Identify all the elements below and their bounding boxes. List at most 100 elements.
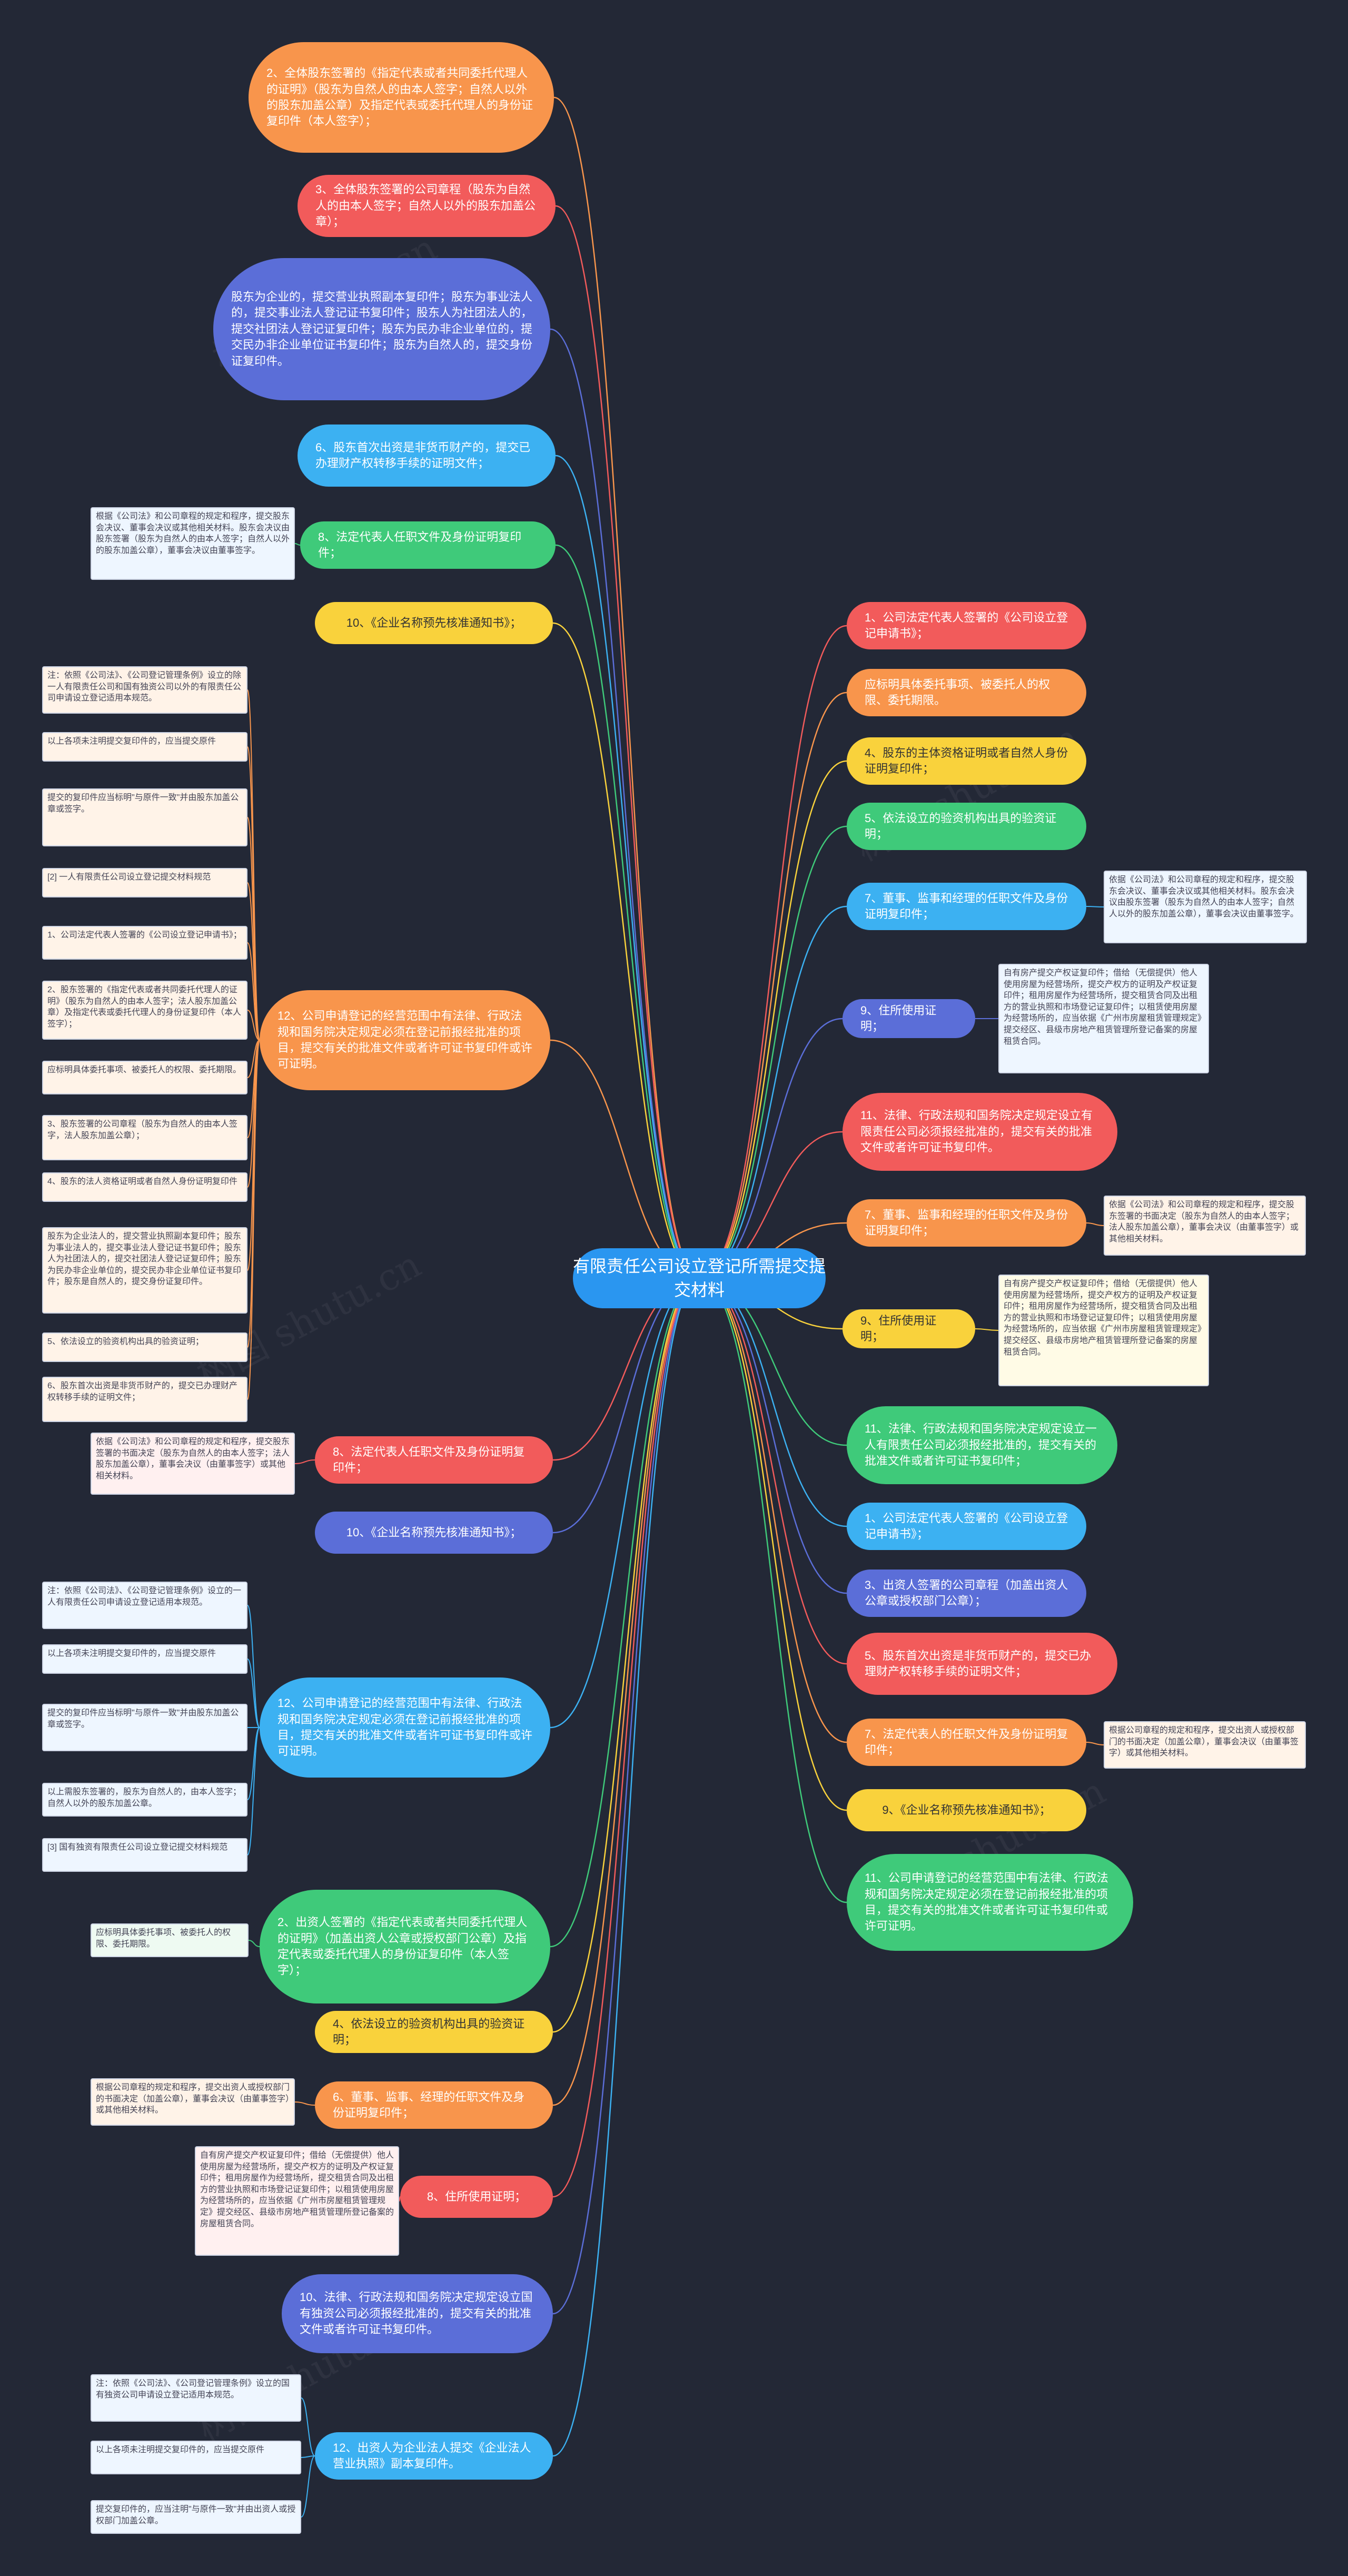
node-label: 4、依法设立的验资机构出具的验资证明； <box>333 2017 525 2046</box>
node-label: 9、住所使用证明； <box>860 1314 937 1343</box>
detail-note[interactable]: 注：依照《公司法》、《公司登记管理条例》设立的除一人有限责任公司和国有独资公司以… <box>42 666 247 714</box>
right-branch-node[interactable]: 9、《企业名称预先核准通知书》； <box>847 1789 1086 1831</box>
left-branch-node[interactable]: 4、依法设立的验资机构出具的验资证明； <box>315 2011 553 2053</box>
right-branch-node[interactable]: 11、法律、行政法规和国务院决定规定设立有限责任公司必须报经批准的，提交有关的批… <box>843 1093 1117 1171</box>
detail-note[interactable]: 根据《公司法》和公司章程的规定和程序，提交股东会决议、董事会决议或其他相关材料。… <box>91 507 295 580</box>
root-to-right-edge <box>699 1277 847 1665</box>
right-branch-node[interactable]: 4、股东的主体资格证明或者自然人身份证明复印件； <box>847 737 1086 785</box>
note-text: 根据公司章程的规定和程序，提交出资人或授权部门的书面决定（加盖公章），董事会决议… <box>1109 1726 1299 1758</box>
detail-note[interactable]: 5、依法设立的验资机构出具的验资证明； <box>42 1333 247 1362</box>
detail-note[interactable]: 6、股东首次出资是非货币财产的，提交已办理财产权转移手续的证明文件； <box>42 1377 247 1422</box>
detail-note[interactable]: 自有房产提交产权证复印件；借给（无偿提供）他人使用房屋为经营场所，提交产权方的证… <box>998 1275 1209 1386</box>
node-label: 6、董事、监事、经理的任职文件及身份证明复印件； <box>333 2090 525 2119</box>
right-branch-node[interactable]: 5、依法设立的验资机构出具的验资证明； <box>847 803 1086 850</box>
detail-note[interactable]: 依据《公司法》和公司章程的规定和程序，提交股东签署的书面决定（股东为自然人的由本… <box>91 1433 295 1495</box>
node-to-note-edge <box>1086 1742 1104 1745</box>
right-branch-node[interactable]: 11、法律、行政法规和国务院决定规定设立一人有限责任公司必须报经批准的，提交有关… <box>847 1406 1117 1484</box>
note-text: 依据《公司法》和公司章程的规定和程序，提交股东签署的书面决定（股东为自然人的由本… <box>96 1437 290 1481</box>
right-branch-node[interactable]: 9、住所使用证明； <box>843 999 975 1038</box>
detail-note[interactable]: 以上各项未注明提交复印件的，应当提交原件 <box>42 732 247 762</box>
detail-note[interactable]: 3、股东签署的公司章程（股东为自然人的由本人签字，法人股东加盖公章）； <box>42 1115 247 1160</box>
note-text: [3] 国有独资有限责任公司设立登记提交材料规范 <box>47 1843 228 1852</box>
left-branch-node[interactable]: 2、全体股东签署的《指定代表或者共同委托代理人的证明》（股东为自然人的由本人签字… <box>249 42 554 153</box>
node-label: 12、出资人为企业法人提交《企业法人营业执照》副本复印件。 <box>333 2441 531 2470</box>
detail-note[interactable]: 1、公司法定代表人签署的《公司设立登记申请书》； <box>42 926 247 960</box>
left-branch-node[interactable]: 6、股东首次出资是非货币财产的，提交已办理财产权转移手续的证明文件； <box>298 425 556 487</box>
node-label: 1、公司法定代表人签署的《公司设立登记申请书》； <box>865 1511 1068 1541</box>
right-branch-node[interactable]: 7、董事、监事和经理的任职文件及身份证明复印件； <box>847 1199 1086 1247</box>
left-branch-node[interactable]: 12、公司申请登记的经营范围中有法律、行政法规和国务院决定规定必须在登记前报经批… <box>260 990 550 1090</box>
detail-note[interactable]: 依据《公司法》和公司章程的规定和程序，提交股东会决议、董事会决议或其他相关材料。… <box>1104 871 1307 943</box>
detail-note[interactable]: 提交的复印件应当标明"与原件一致"并由股东加盖公章或签字。 <box>42 788 247 846</box>
note-text: 自有房产提交产权证复印件；借给（无偿提供）他人使用房屋为经营场所，提交产权方的证… <box>1004 969 1202 1046</box>
node-label: 7、董事、监事和经理的任职文件及身份证明复印件； <box>865 891 1068 921</box>
left-branch-node[interactable]: 股东为企业的，提交营业执照副本复印件；股东为事业法人的，提交事业法人登记证书复印… <box>213 258 550 400</box>
right-branch-node[interactable]: 3、出资人签署的公司章程（加盖出资人公章或授权部门公章）； <box>847 1570 1086 1617</box>
node-to-note-edge <box>294 543 301 546</box>
left-branch-node[interactable]: 10、《企业名称预先核准通知书》； <box>315 602 553 644</box>
detail-note[interactable]: 自有房产提交产权证复印件；借给（无偿提供）他人使用房屋为经营场所，提交产权方的证… <box>195 2146 399 2256</box>
detail-note[interactable]: 以上各项未注明提交复印件的，应当提交原件 <box>91 2441 301 2474</box>
root-to-left-edge <box>555 455 700 1279</box>
right-branch-node[interactable]: 1、公司法定代表人签署的《公司设立登记申请书》； <box>847 602 1086 649</box>
root-to-right-edge <box>699 1277 847 1527</box>
detail-note[interactable]: 根据公司章程的规定和程序，提交出资人或授权部门的书面决定（加盖公章），董事会决议… <box>1104 1721 1306 1769</box>
root-to-right-edge <box>699 1277 847 1743</box>
node-label: 5、依法设立的验资机构出具的验资证明； <box>865 811 1057 841</box>
right-branch-node[interactable]: 1、公司法定代表人签署的《公司设立登记申请书》； <box>847 1503 1086 1550</box>
right-branch-node[interactable]: 9、住所使用证明； <box>843 1309 975 1348</box>
detail-note[interactable]: 以上需股东签署的，股东为自然人的，由本人签字；自然人以外的股东加盖公章。 <box>42 1783 247 1817</box>
node-label: 9、住所使用证明； <box>860 1003 937 1033</box>
detail-note[interactable]: 提交复印件的，应当注明"与原件一致"并由出资人或授权部门加盖公章。 <box>91 2500 301 2534</box>
left-branch-node[interactable]: 6、董事、监事、经理的任职文件及身份证明复印件； <box>315 2081 553 2129</box>
detail-note[interactable]: 注：依照《公司法》、《公司登记管理条例》设立的一人有限责任公司申请设立登记适用本… <box>42 1582 247 1629</box>
left-branch-node[interactable]: 10、《企业名称预先核准通知书》； <box>315 1512 553 1554</box>
note-text: 5、依法设立的验资机构出具的验资证明； <box>47 1337 204 1346</box>
note-text: 注：依照《公司法》、《公司登记管理条例》设立的国有独资公司申请设立登记适用本规范… <box>96 2379 290 2400</box>
note-text: 注：依照《公司法》、《公司登记管理条例》设立的一人有限责任公司申请设立登记适用本… <box>47 1586 242 1607</box>
right-branch-node[interactable]: 11、公司申请登记的经营范围中有法律、行政法规和国务院决定规定必须在登记前报经批… <box>847 1854 1133 1951</box>
node-label: 7、法定代表人的任职文件及身份证明复印件； <box>865 1727 1068 1756</box>
root-to-right-edge <box>699 1277 847 1903</box>
detail-note[interactable]: [2] 一人有限责任公司设立登记提交材料规范 <box>42 868 247 897</box>
node-label: 11、法律、行政法规和国务院决定规定设立有限责任公司必须报经批准的，提交有关的批… <box>860 1109 1093 1154</box>
detail-note[interactable]: 自有房产提交产权证复印件；借给（无偿提供）他人使用房屋为经营场所，提交产权方的证… <box>998 964 1209 1073</box>
root-to-left-edge <box>555 544 700 1279</box>
detail-note[interactable]: 注：依照《公司法》、《公司登记管理条例》设立的国有独资公司申请设立登记适用本规范… <box>91 2374 301 2422</box>
left-branch-node[interactable]: 12、出资人为企业法人提交《企业法人营业执照》副本复印件。 <box>315 2432 553 2480</box>
node-label: 6、股东首次出资是非货币财产的，提交已办理财产权转移手续的证明文件； <box>315 440 531 470</box>
left-branch-node[interactable]: 10、法律、行政法规和国务院决定规定设立国有独资公司必须报经批准的，提交有关的批… <box>282 2274 553 2353</box>
right-branch-node[interactable]: 应标明具体委托事项、被委托人的权限、委托期限。 <box>847 669 1086 716</box>
node-label: 9、《企业名称预先核准通知书》； <box>882 1803 1051 1817</box>
root-label: 有限责任公司设立登记所需提交提交材料 <box>573 1257 826 1299</box>
detail-note[interactable]: 股东为企业法人的，提交营业执照副本复印件；股东为事业法人的，提交事业法人登记证书… <box>42 1227 247 1314</box>
detail-note[interactable]: 以上各项未注明提交复印件的，应当提交原件 <box>42 1644 247 1674</box>
root-to-left-edge <box>550 328 700 1279</box>
root-node[interactable]: 有限责任公司设立登记所需提交提交材料 <box>573 1248 826 1308</box>
detail-note[interactable]: 应标明具体委托事项、被委托人的权限、委托期限。 <box>42 1061 247 1094</box>
node-label: 12、公司申请登记的经营范围中有法律、行政法规和国务院决定规定必须在登记前报经批… <box>277 1009 533 1071</box>
right-branch-node[interactable]: 7、法定代表人的任职文件及身份证明复印件； <box>847 1719 1086 1766</box>
right-branch-node[interactable]: 5、股东首次出资是非货币财产的，提交已办理财产权转移手续的证明文件； <box>847 1633 1117 1695</box>
left-branch-node[interactable]: 8、住所使用证明； <box>400 2176 553 2218</box>
note-text: 根据《公司法》和公司章程的规定和程序，提交股东会决议、董事会决议或其他相关材料。… <box>96 512 290 555</box>
node-label: 11、公司申请登记的经营范围中有法律、行政法规和国务院决定规定必须在登记前报经批… <box>865 1871 1108 1933</box>
right-branch-node[interactable]: 7、董事、监事和经理的任职文件及身份证明复印件； <box>847 883 1086 930</box>
note-text: 以上需股东签署的，股东为自然人的，由本人签字；自然人以外的股东加盖公章。 <box>47 1788 242 1808</box>
detail-note[interactable]: 4、股东的法人资格证明或者自然人身份证明复印件 <box>42 1172 247 1202</box>
left-branch-node[interactable]: 2、出资人签署的《指定代表或者共同委托代理人的证明》（加盖出资人公章或授权部门公… <box>260 1890 550 2003</box>
detail-note[interactable]: 2、股东签署的《指定代表或者共同委托代理人的证明》（股东为自然人的由本人签字；法… <box>42 981 247 1040</box>
left-branch-node[interactable]: 12、公司申请登记的经营范围中有法律、行政法规和国务院决定规定必须在登记前报经批… <box>260 1677 550 1778</box>
note-text: 3、股东签署的公司章程（股东为自然人的由本人签字，法人股东加盖公章）； <box>47 1120 237 1140</box>
detail-note[interactable]: 依据《公司法》和公司章程的规定和程序，提交股东签署的书面决定（股东为自然人的由本… <box>1104 1196 1306 1256</box>
left-branch-node[interactable]: 3、全体股东签署的公司章程（股东为自然人的由本人签字；自然人以外的股东加盖公章）… <box>298 175 556 237</box>
left-branch-node[interactable]: 8、法定代表人任职文件及身份证明复印件； <box>315 1436 553 1484</box>
detail-note[interactable]: 应标明具体委托事项、被委托人的权限、委托期限。 <box>91 1923 249 1957</box>
detail-note[interactable]: 提交的复印件应当标明"与原件一致"并由股东加盖公章或签字。 <box>42 1704 247 1751</box>
root-to-left-edge <box>552 1277 700 2457</box>
left-branch-node[interactable]: 8、法定代表人任职文件及身份证明复印件； <box>300 521 556 569</box>
detail-note[interactable]: 根据公司章程的规定和程序，提交出资人或授权部门的书面决定（加盖公章），董事会决议… <box>91 2078 295 2126</box>
node-to-note-edge <box>248 1940 260 1947</box>
detail-note[interactable]: [3] 国有独资有限责任公司设立登记提交材料规范 <box>42 1838 247 1872</box>
note-text: 2、股东签署的《指定代表或者共同委托代理人的证明》（股东为自然人的由本人签字；法… <box>47 985 242 1029</box>
